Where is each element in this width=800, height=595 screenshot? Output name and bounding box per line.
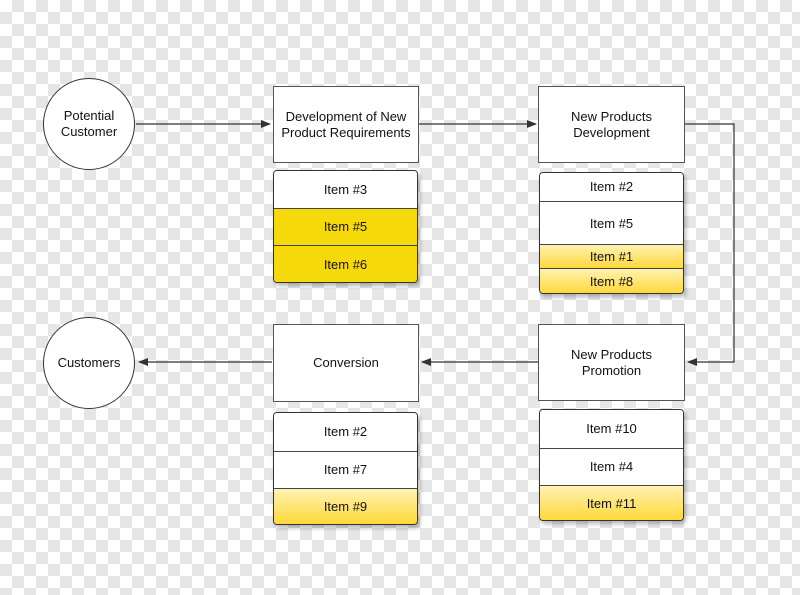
arrow-development-to-promotion (685, 123, 735, 366)
conversion-node: Conversion (273, 324, 419, 402)
new-products-promo-node: New Products Promotion (538, 324, 685, 401)
promotion-item: Item #10 (540, 410, 683, 448)
promotion-item: Item #4 (540, 447, 683, 486)
development-item: Item #8 (540, 268, 683, 293)
requirements-item: Item #3 (274, 171, 417, 208)
conversion-item: Item #7 (274, 450, 417, 489)
dev-requirements-node: Development of New Product Requirements (273, 86, 419, 163)
requirements-item: Item #5 (274, 207, 417, 246)
conversion-item: Item #2 (274, 413, 417, 451)
development-item: Item #2 (540, 173, 683, 201)
promotion-item: Item #11 (540, 485, 683, 520)
new-products-dev-node: New Products Development (538, 86, 685, 163)
requirements-item: Item #6 (274, 245, 417, 282)
potential-customer-node: Potential Customer (43, 78, 135, 170)
conversion-item: Item #9 (274, 488, 417, 524)
development-item: Item #5 (540, 200, 683, 245)
customers-node: Customers (43, 317, 135, 409)
development-item: Item #1 (540, 244, 683, 269)
